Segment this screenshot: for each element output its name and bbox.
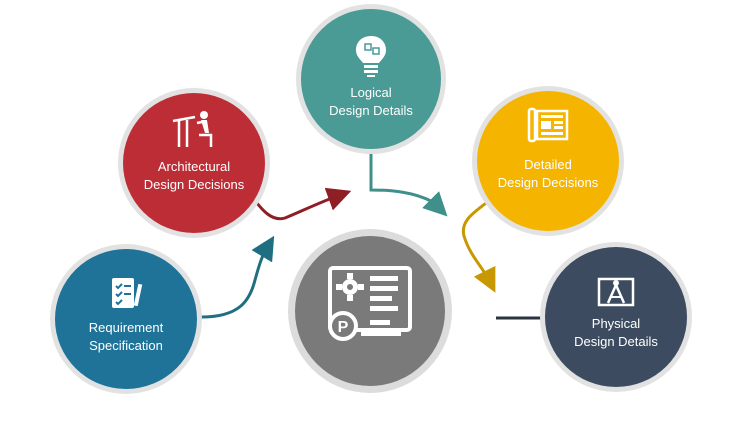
node-logical-design-details: Logical Design Details (296, 4, 446, 154)
connector-architectural-to-logical (251, 187, 352, 221)
blueprint-icon (527, 107, 569, 143)
node-logical-line2: Design Details (329, 103, 413, 118)
drafting-desk-icon (172, 111, 213, 147)
node-physical-design-details: Physical Design Details (540, 242, 692, 392)
connector-detailed-to-physical (461, 198, 496, 293)
node-logical-line1: Logical (350, 85, 392, 100)
connector-logical-to-detailed (369, 152, 448, 217)
compass-blueprint-icon (597, 277, 635, 307)
svg-text:P: P (338, 319, 349, 336)
node-detailed-line1: Detailed (524, 157, 572, 172)
node-architectural-line2: Design Decisions (143, 177, 245, 192)
node-architectural-line1: Architectural (157, 159, 231, 174)
node-requirement-line1: Requirement (88, 320, 164, 335)
node-architectural-design-decisions: Architectural Design Decisions (118, 88, 270, 238)
node-physical-line1: Physical (591, 316, 641, 331)
node-requirement-specification: Requirement Specification (50, 244, 202, 394)
node-requirement-line2: Specification (89, 338, 163, 353)
node-detailed-line2: Design Decisions (497, 175, 599, 190)
connector-requirement-to-architectural (197, 235, 275, 319)
node-detailed-design-decisions: Detailed Design Decisions (472, 86, 624, 236)
center-node: P (288, 229, 452, 393)
dashboard-gear-p-icon: P (328, 266, 412, 341)
checklist-pen-icon (112, 278, 143, 308)
lightbulb-puzzle-icon (356, 36, 386, 77)
node-physical-line2: Design Details (574, 334, 658, 349)
